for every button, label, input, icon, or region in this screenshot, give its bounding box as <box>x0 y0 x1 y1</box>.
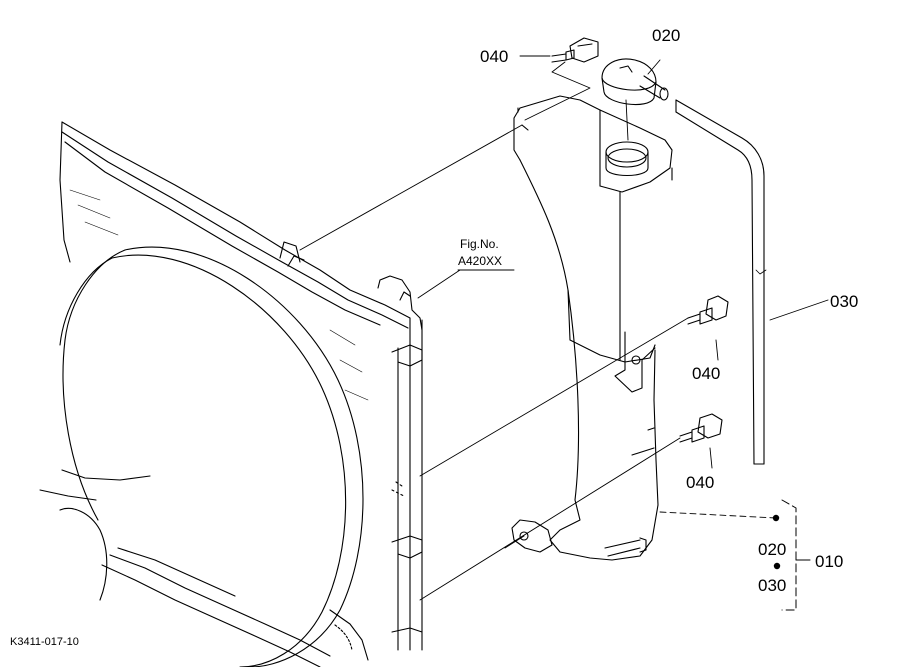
fan-shroud <box>39 121 423 667</box>
callout-kit-cap: 020 <box>758 540 786 559</box>
bolt-mid <box>687 295 729 325</box>
reserve-tank <box>511 95 673 561</box>
callout-assembly: 010 <box>815 552 843 571</box>
callout-kit-hose: 030 <box>758 576 786 595</box>
radiator-cap <box>601 58 669 105</box>
callout-hose: 030 <box>830 292 858 311</box>
figure-ref-label: Fig.No. <box>460 237 499 251</box>
bullet-marks <box>772 514 781 570</box>
callout-bolt-low: 040 <box>686 473 714 492</box>
figure-ref-number: A420XX <box>458 254 502 268</box>
bolt-top <box>551 37 599 63</box>
callout-cap: 020 <box>652 26 680 45</box>
leader-lines <box>299 55 829 601</box>
drawing-code: K3411-017-10 <box>10 636 79 648</box>
kit-bracket <box>781 499 811 611</box>
callout-bolt-top: 040 <box>480 47 508 66</box>
overflow-hose <box>675 99 767 465</box>
bolt-low <box>679 413 723 443</box>
callout-bolt-mid: 040 <box>692 364 720 383</box>
